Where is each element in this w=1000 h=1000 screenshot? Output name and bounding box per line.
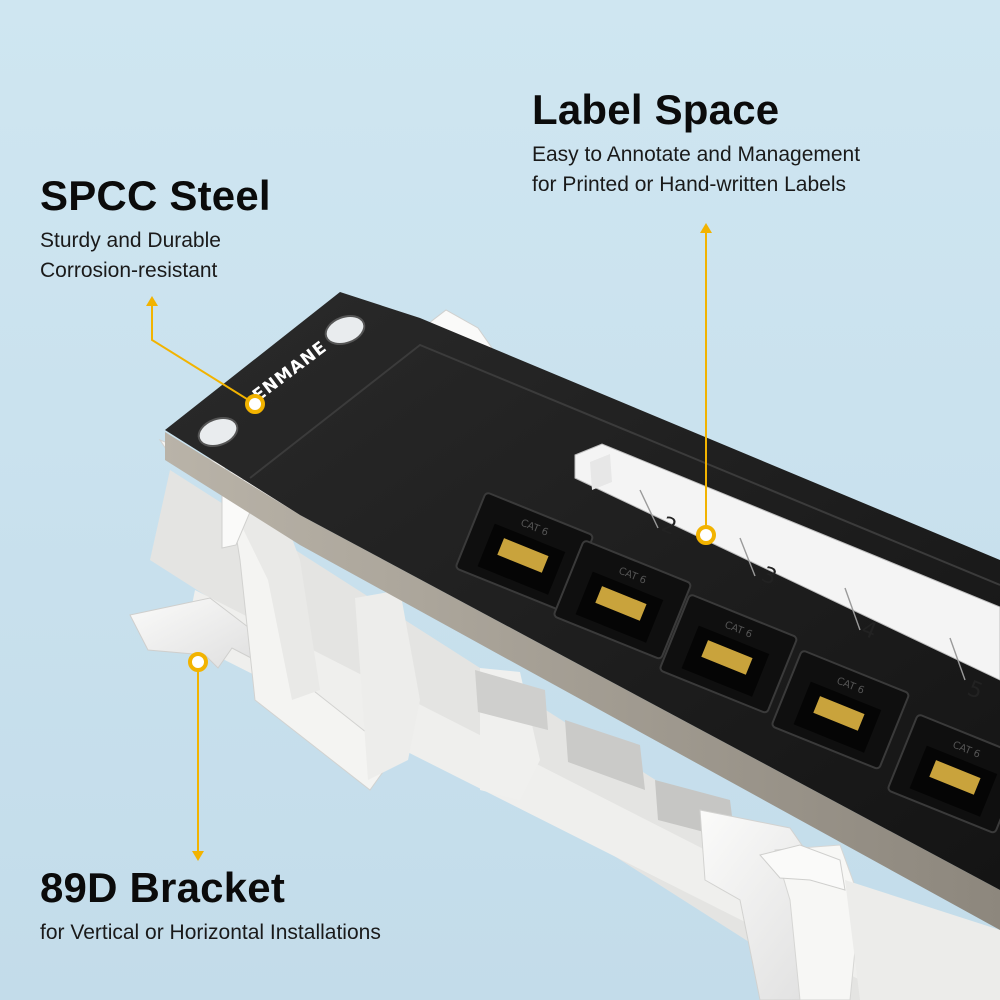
patch-panel: ENMANE 2 3 4 5 CAT 6 xyxy=(165,292,1000,930)
rj45-ports: CAT 6 CAT 6 CAT 6 CAT 6 xyxy=(455,492,1000,834)
callout-label-space: Label Space Easy to Annotate and Managem… xyxy=(532,86,861,200)
mounting-bracket xyxy=(129,309,1000,1000)
arrowhead-label xyxy=(700,223,712,233)
rj45-port: CAT 6 xyxy=(887,714,1000,834)
rj45-port: CAT 6 xyxy=(553,540,692,660)
arrowhead-bracket xyxy=(192,851,204,861)
callout-title: Label Space xyxy=(532,86,780,133)
marker-dot-label xyxy=(696,525,716,545)
callout-leaders xyxy=(146,223,712,861)
callout-text: for Printed or Hand-written Labels xyxy=(532,173,846,197)
callout-text: Corrosion-resistant xyxy=(40,259,218,283)
callout-text: for Vertical or Horizontal Installations xyxy=(40,921,381,945)
rj45-port: CAT 6 xyxy=(455,492,594,612)
rj45-port: CAT 6 xyxy=(771,650,910,770)
leader-line-spcc xyxy=(151,305,256,405)
mounting-hole xyxy=(324,314,366,346)
callout-89d-bracket: 89D Bracket for Vertical or Horizontal I… xyxy=(40,864,381,948)
callout-spcc-steel: SPCC Steel Sturdy and Durable Corrosion-… xyxy=(40,172,271,286)
marker-dot-spcc xyxy=(245,394,265,414)
mounting-hole xyxy=(197,416,239,448)
callout-text: Easy to Annotate and Management xyxy=(532,143,861,167)
arrowhead-spcc xyxy=(146,296,158,306)
callout-title: 89D Bracket xyxy=(40,864,286,911)
marker-dot-bracket xyxy=(188,652,208,672)
callout-title: SPCC Steel xyxy=(40,172,271,219)
callout-text: Sturdy and Durable xyxy=(40,229,221,253)
rj45-port: CAT 6 xyxy=(659,594,798,714)
